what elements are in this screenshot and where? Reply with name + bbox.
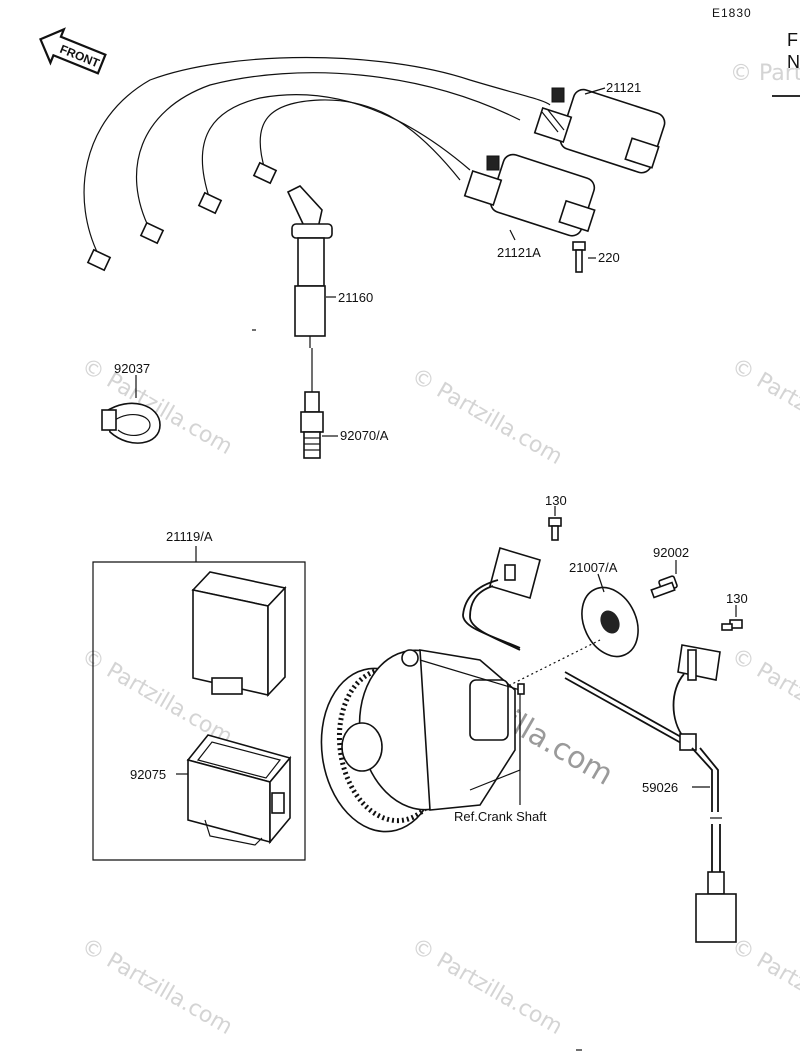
igniter-case-92075 bbox=[186, 734, 292, 846]
watermark-text: © Partzilla.com bbox=[727, 644, 800, 751]
leader-21007a bbox=[597, 573, 605, 593]
ignition-coil-21121a bbox=[463, 153, 596, 237]
watermark-text: © Partzilla.com bbox=[77, 354, 237, 461]
alignment-line bbox=[499, 639, 601, 691]
callout-59026: 59026 bbox=[642, 780, 678, 795]
callout-21121a: 21121A bbox=[497, 245, 541, 260]
plug-cap-21160 bbox=[286, 185, 333, 348]
spark-plug-92070a bbox=[300, 348, 324, 459]
callout-21119a: 21119/A bbox=[166, 529, 213, 544]
callout-21121: 21121 bbox=[606, 80, 641, 95]
callout-ref-crank: Ref.Crank Shaft bbox=[454, 809, 547, 824]
pickup-coil-right bbox=[672, 644, 737, 943]
watermark-text: © Partzilla.com bbox=[407, 934, 567, 1041]
diagram-code: E1830 bbox=[712, 6, 752, 20]
watermark-text: © Partzilla.com bbox=[727, 934, 800, 1041]
callout-21007a: 21007/A bbox=[569, 560, 618, 575]
pickup-coil-left bbox=[462, 546, 541, 651]
crankshaft-assembly bbox=[320, 649, 521, 833]
watermark-text: © Partzilla.com bbox=[407, 364, 567, 471]
edge-letter-2: N bbox=[787, 52, 800, 72]
igniter-set-box bbox=[92, 561, 306, 861]
edge-letter-1: F bbox=[787, 30, 798, 50]
leader-21121a bbox=[509, 229, 516, 241]
watermark-text: © Partzilla.com bbox=[727, 354, 800, 461]
screw-130-left-icon bbox=[548, 517, 562, 541]
callout-92002: 92002 bbox=[653, 545, 689, 560]
callout-92075: 92075 bbox=[130, 767, 166, 782]
callout-220: 220 bbox=[598, 250, 620, 265]
watermark-text: © Partzilla.com bbox=[77, 934, 237, 1041]
bolt-220-icon bbox=[572, 241, 586, 273]
clamp-92037 bbox=[101, 402, 161, 444]
ignition-coil-21121 bbox=[533, 87, 666, 174]
rod-line-2 bbox=[564, 677, 691, 749]
watermark-text: © Partzilla.com bbox=[730, 61, 800, 86]
callout-21160: 21160 bbox=[338, 290, 373, 305]
leader-21121 bbox=[584, 87, 606, 95]
igniter-unit bbox=[191, 571, 287, 698]
callout-130-right: 130 bbox=[726, 591, 748, 606]
rod-line bbox=[564, 671, 691, 743]
callout-92037: 92037 bbox=[114, 361, 150, 376]
callout-92070a: 92070/A bbox=[340, 428, 389, 443]
timing-rotor-21007a bbox=[581, 586, 639, 658]
front-arrow-icon: FRONT bbox=[39, 27, 107, 75]
bolt-92002-icon bbox=[650, 575, 678, 599]
watermark-layer: © Partzilla.com © Partzilla.com © Partzi… bbox=[77, 61, 800, 1040]
dowel-pin-icon bbox=[517, 683, 525, 695]
callout-130-left: 130 bbox=[545, 493, 567, 508]
screw-130-right-icon bbox=[721, 619, 743, 631]
ignition-leads bbox=[83, 56, 551, 272]
